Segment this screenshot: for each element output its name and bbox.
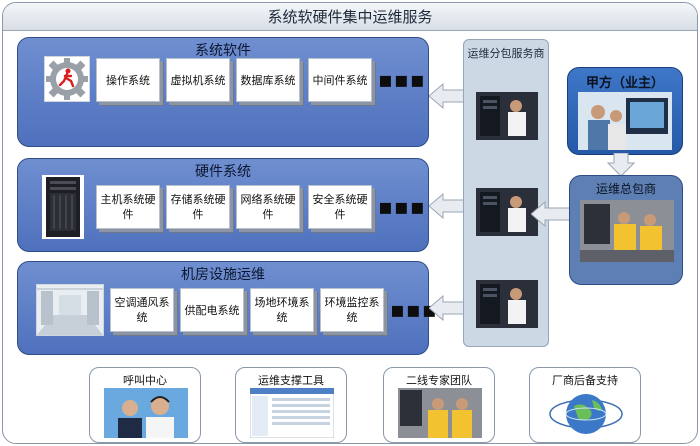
ellipsis-hardware: ▪▪▪ <box>378 195 426 220</box>
group-title-software: 系统软件 <box>195 43 251 59</box>
gear-runner-icon <box>44 56 90 102</box>
card-call-center: 呼叫中心 <box>89 367 201 443</box>
arrow-left-hardware <box>429 193 467 219</box>
arrow-left-facility <box>429 295 467 321</box>
call-center-photo <box>104 388 188 438</box>
box-middleware: 中间件系统 <box>308 58 372 102</box>
box-database: 数据库系统 <box>236 58 300 102</box>
main-contractor-box: 运维总包商 <box>569 175 683 285</box>
machine-room-photo <box>36 284 104 336</box>
globe-icon <box>544 388 628 438</box>
group-hardware-system: 硬件系统 主机系统硬件 存储系统硬件 网络系统硬件 安全系统硬件 ▪▪▪ <box>17 158 429 252</box>
main-contractor-photo <box>580 200 674 262</box>
ops-tools-screenshot <box>250 388 334 438</box>
box-os: 操作系统 <box>96 58 160 102</box>
card-expert-team-title: 二线专家团队 <box>406 374 472 387</box>
server-rack-icon <box>42 175 84 239</box>
engineer-photo-3 <box>476 280 538 328</box>
expert-team-photo <box>398 388 482 438</box>
subcontractor-column: 运维分包服务商 <box>463 39 549 347</box>
box-vm: 虚拟机系统 <box>166 58 230 102</box>
subcontractor-title: 运维分包服务商 <box>467 47 545 60</box>
arrow-left-software <box>429 83 467 109</box>
box-host-hw: 主机系统硬件 <box>96 185 160 229</box>
main-contractor-title: 运维总包商 <box>595 182 656 196</box>
card-vendor-support: 厂商后备支持 <box>529 367 641 443</box>
card-vendor-support-title: 厂商后备支持 <box>552 374 618 387</box>
group-facility-ops: 机房设施运维 空调通风系统 供配电系统 场地环境系统 环境监控系统 ▪▪▪ <box>17 261 437 355</box>
card-ops-tools-title: 运维支撑工具 <box>258 374 324 387</box>
client-owner-box: 甲方（业主） <box>567 67 683 155</box>
engineer-photo-1 <box>476 92 538 140</box>
box-env-monitor: 环境监控系统 <box>320 288 384 332</box>
ellipsis-facility: ▪▪▪ <box>390 298 438 323</box>
group-title-facility: 机房设施运维 <box>181 267 265 283</box>
arrow-down-to-main-contractor <box>607 153 635 177</box>
box-power: 供配电系统 <box>180 288 244 332</box>
ellipsis-software: ▪▪▪ <box>378 68 426 93</box>
card-call-center-title: 呼叫中心 <box>123 374 167 387</box>
client-title: 甲方（业主） <box>585 76 664 91</box>
box-storage-hw: 存储系统硬件 <box>166 185 230 229</box>
box-site-env: 场地环境系统 <box>250 288 314 332</box>
client-photo <box>578 92 672 150</box>
card-ops-tools: 运维支撑工具 <box>235 367 347 443</box>
group-title-hardware: 硬件系统 <box>195 164 251 180</box>
box-hvac: 空调通风系统 <box>110 288 174 332</box>
card-expert-team: 二线专家团队 <box>383 367 495 443</box>
engineer-photo-2 <box>476 188 538 236</box>
diagram-title: 系统软硬件集中运维服务 <box>3 3 697 31</box>
group-system-software: 系统软件 操作系统 虚拟机系统 数据库系统 中间件系统 ▪▪▪ <box>17 37 429 147</box>
box-security-hw: 安全系统硬件 <box>308 185 372 229</box>
arrow-left-to-subcontractor <box>531 201 571 227</box>
box-network-hw: 网络系统硬件 <box>236 185 300 229</box>
